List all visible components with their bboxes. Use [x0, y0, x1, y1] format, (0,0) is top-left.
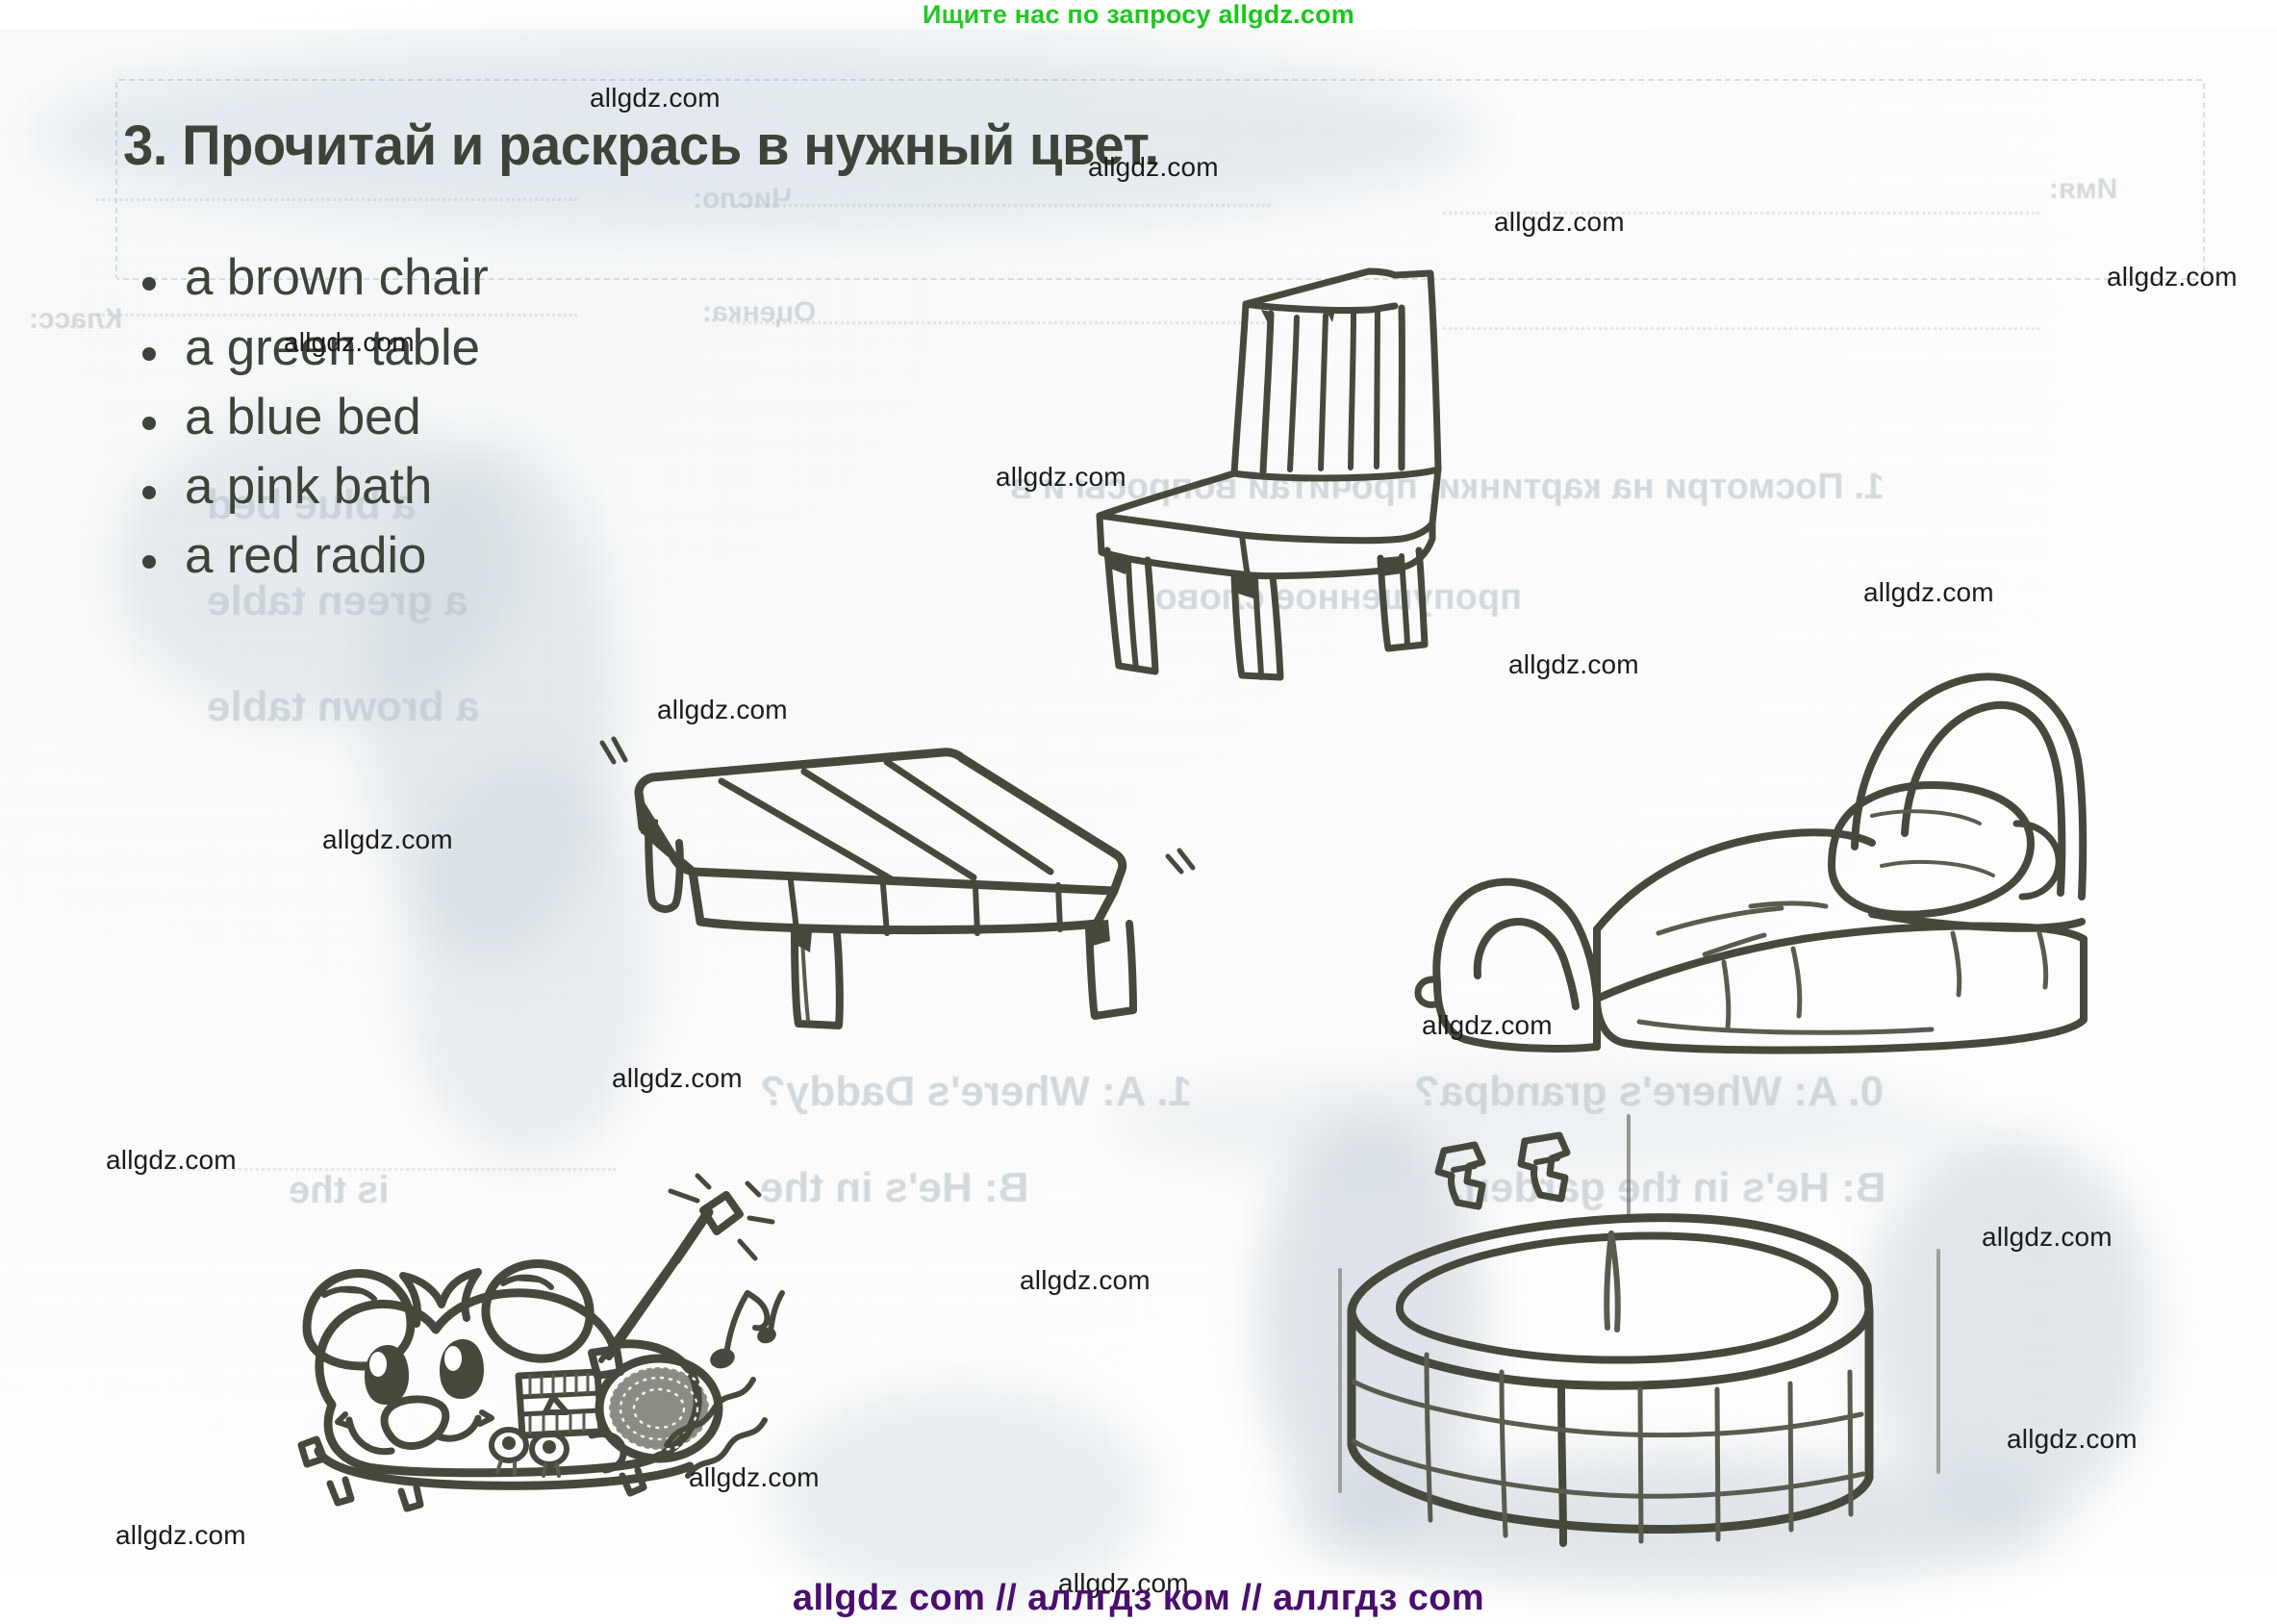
bleed-through-text: a brown table: [207, 683, 480, 730]
list-item: a pink bath: [125, 457, 664, 524]
bleed-through-text: Оценка:: [702, 296, 817, 328]
list-item-label: a pink bath: [185, 458, 433, 515]
chair-drawing: [1063, 250, 1544, 681]
allgdz-watermark: allgdz.com: [2107, 262, 2238, 292]
top-promo-banner: Ищите нас по запросу allgdz.com: [923, 0, 1354, 29]
list-item: a brown chair: [125, 248, 664, 316]
ghost-dotted-rule: [96, 194, 577, 201]
allgdz-watermark: allgdz.com: [2007, 1424, 2138, 1454]
bullet-point-icon: [142, 347, 156, 361]
list-item-label: a red radio: [185, 527, 427, 584]
bullet-point-icon: [142, 417, 156, 430]
bleed-through-text: 1. A: Where's Daddy?: [760, 1068, 1192, 1115]
bullet-point-icon: [142, 277, 156, 291]
allgdz-watermark: allgdz.com: [1494, 207, 1625, 237]
ghost-dotted-rule: [731, 200, 1270, 207]
allgdz-watermark: allgdz.com: [1982, 1222, 2113, 1252]
allgdz-watermark: allgdz.com: [115, 1520, 246, 1550]
radio-drawing: [274, 1087, 813, 1512]
allgdz-watermark: allgdz.com: [590, 83, 721, 113]
list-item: a blue bed: [125, 388, 664, 455]
allgdz-watermark: allgdz.com: [1863, 577, 1994, 607]
bath-drawing: [1323, 1106, 1958, 1549]
list-item: a red radio: [125, 526, 664, 594]
bed-drawing: [1404, 645, 2136, 1054]
bullet-point-icon: [142, 555, 156, 569]
list-item-label: a brown chair: [185, 249, 489, 306]
allgdz-watermark: allgdz.com: [1020, 1265, 1151, 1295]
page-title: 3. Прочитай и раскрась в нужный цвет.: [123, 114, 1159, 177]
bleed-through-text: Число:: [693, 183, 793, 215]
colour-instruction-list: a brown chair a green table a blue bed a pi…: [125, 248, 664, 594]
list-item: a green table: [125, 318, 664, 386]
bottom-promo-banner: allgdz com // аллгдз ком // аллгдз com: [792, 1578, 1485, 1618]
allgdz-watermark: allgdz.com: [322, 825, 453, 854]
bleed-through-text: Имя:: [2049, 173, 2118, 205]
scanned-worksheet-page: Имя:Число:Класс:Оценка:1. Посмотри на ка…: [0, 29, 2277, 1607]
list-item-label: a blue bed: [185, 389, 421, 445]
list-item-label: a green table: [185, 319, 480, 376]
allgdz-watermark: allgdz.com: [106, 1145, 237, 1175]
table-drawing: [577, 693, 1231, 1029]
bleed-through-text: Класс:: [29, 303, 123, 335]
bullet-point-icon: [142, 486, 156, 499]
scan-shading: [770, 1385, 1154, 1607]
ghost-dotted-rule: [1443, 208, 2039, 215]
